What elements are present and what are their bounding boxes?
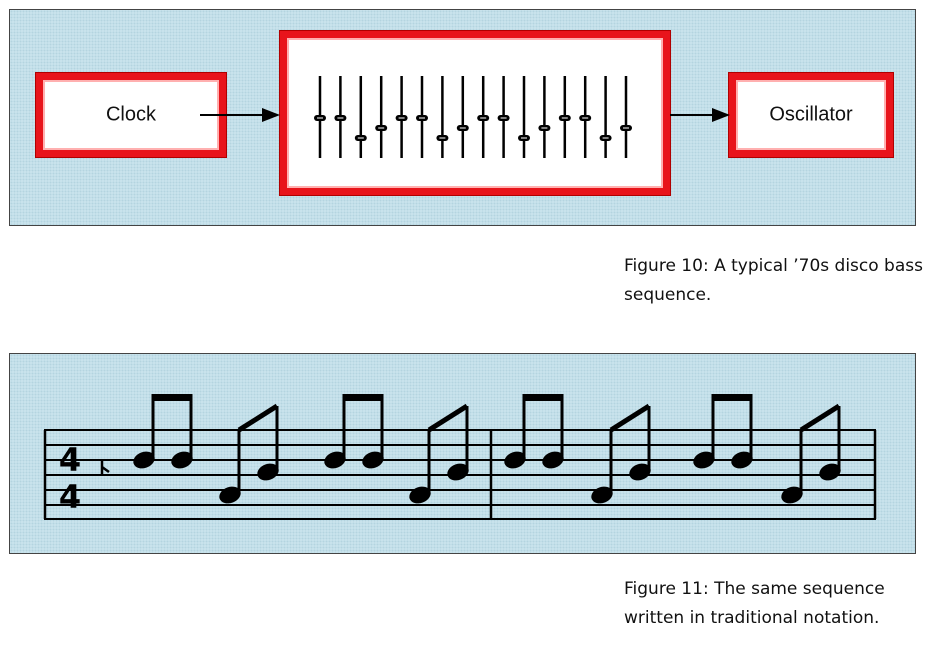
slider [518,76,530,158]
note-head [819,463,841,481]
oscillator-block: Oscillator [729,73,893,157]
arrow-clock-to-sequencer [200,108,280,122]
signal-arrows [200,108,730,122]
slider [395,76,408,158]
beamed-eighth-pair [324,394,384,469]
notation-panel: 4 4 [9,353,916,554]
sequencer-sliders [314,76,632,158]
slider [477,76,490,158]
octave-eighth-pair [219,403,279,504]
sequencer-diagram-panel: Clock Oscillator [9,9,916,226]
clock-label: Clock [105,103,156,126]
slider [620,76,632,158]
slider [334,76,347,158]
music-staff: 4 4 [43,394,877,520]
note-head [504,451,526,469]
note-head [324,451,346,469]
beamed-eighth-pair [693,394,753,469]
figure11-caption-line1: Figure 11: The same sequence [624,579,885,599]
note-head [171,451,193,469]
note-head [781,486,803,504]
slider [436,76,449,158]
slider [354,76,367,158]
note-head [542,451,564,469]
figure11-caption-line2: written in traditional notation. [624,608,880,628]
slider [416,76,428,158]
eighth-rest [100,459,110,476]
slider [579,76,592,158]
octave-eighth-pair [591,403,651,504]
figure11-caption: Figure 11: The same sequence written in … [624,575,885,633]
slider [599,76,612,158]
note-head [257,463,279,481]
note-head [629,463,651,481]
note-head [219,486,241,504]
note-head [591,486,613,504]
time-signature-bottom: 4 [59,478,81,516]
slider [558,76,571,158]
notes [100,394,841,504]
arrow-sequencer-to-oscillator [670,108,730,122]
slider [375,76,388,158]
oscillator-label: Oscillator [769,103,853,126]
note-head [693,451,715,469]
figure10-caption-line1: Figure 10: A typical ’70s disco bass [624,256,923,276]
figure10-caption: Figure 10: A typical ’70s disco bass seq… [624,252,923,310]
slider [314,76,326,158]
octave-eighth-pair [781,403,841,504]
beamed-eighth-pair [133,394,193,469]
clock-block: Clock [36,73,226,157]
octave-eighth-pair [409,403,469,504]
note-head [731,451,753,469]
beamed-eighth-pair [504,394,564,469]
time-signature-top: 4 [59,441,81,479]
step-sequencer-block [280,31,670,195]
note-head [409,486,431,504]
note-head [133,451,155,469]
slider [497,76,510,158]
figure10-caption-line2: sequence. [624,285,712,305]
slider [456,76,469,158]
slider [538,76,551,158]
note-head [447,463,469,481]
note-head [362,451,384,469]
